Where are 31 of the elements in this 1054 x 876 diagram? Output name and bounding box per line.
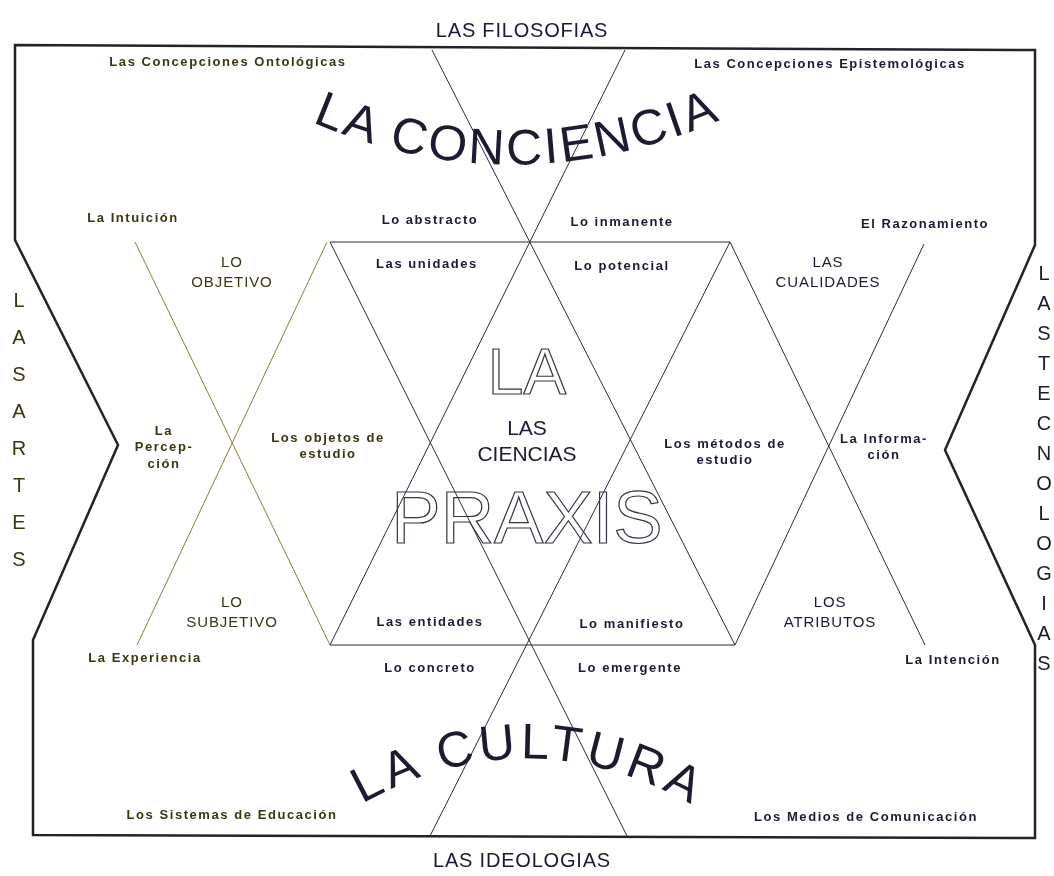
- region-label: Los Sistemas de Educación: [126, 806, 338, 824]
- region-label: Las unidades: [376, 255, 478, 273]
- region-label: Lo manifiesto: [579, 615, 685, 633]
- region-label: El Razonamiento: [860, 215, 990, 233]
- region-label: Lo emergente: [578, 659, 682, 677]
- side-heading: LAS FILOSOFIAS: [435, 18, 609, 43]
- region-heading: LOS ATRIBUTOS: [782, 591, 878, 632]
- region-label: Las Concepciones Ontológicas: [109, 53, 347, 71]
- region-label: Los objetos de estudio: [270, 429, 386, 463]
- region-label: Las entidades: [376, 613, 484, 631]
- region-label: Lo abstracto: [381, 211, 479, 229]
- vertical-side-heading: LAS TECNOLOGIAS: [1035, 261, 1054, 676]
- region-label: La Experiencia: [88, 649, 202, 667]
- region-label: Las Concepciones Epistemológicas: [694, 55, 966, 73]
- region-label: Lo potencial: [574, 257, 670, 275]
- region-label: La Informa- ción: [840, 430, 928, 464]
- region-heading: LO OBJETIVO: [190, 251, 274, 292]
- region-heading: LAS CUALIDADES: [774, 251, 882, 292]
- region-label: Lo concreto: [384, 659, 476, 677]
- vertical-side-heading: LAS ARTES: [10, 288, 30, 572]
- region-label: La Intención: [905, 651, 1001, 669]
- region-label: La Intuición: [87, 209, 179, 227]
- center-heading: LAS CIENCIAS: [476, 414, 578, 467]
- region-label: Los métodos de estudio: [663, 435, 787, 469]
- region-label: Lo inmanente: [570, 213, 674, 231]
- side-heading: LAS IDEOLOGIAS: [433, 848, 611, 873]
- region-heading: LO SUBJETIVO: [185, 591, 279, 632]
- outlined-heading: LA: [487, 340, 567, 404]
- curved-heading: LA CONCIENCIA: [307, 78, 724, 176]
- region-label: Los Medios de Comunicación: [754, 808, 978, 826]
- region-label: La Percep- ción: [133, 422, 195, 472]
